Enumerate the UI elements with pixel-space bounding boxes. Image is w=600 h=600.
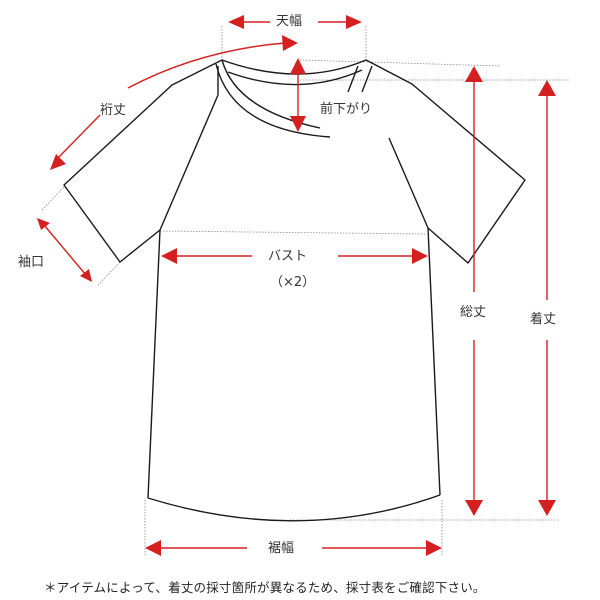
hem-width-arrow bbox=[145, 540, 442, 556]
sleeve-opening-arrow bbox=[37, 218, 92, 282]
neck-drop-arrow bbox=[290, 58, 306, 132]
label-bust-multiplier: （×2） bbox=[270, 275, 316, 290]
guide-lines bbox=[41, 26, 570, 555]
total-length-arrow bbox=[465, 66, 483, 516]
label-neck-drop: 前下がり bbox=[320, 102, 373, 117]
footnote: ＊アイテムによって、着丈の採寸箇所が異なるため、採寸表をご確認下さい。 bbox=[44, 580, 486, 595]
measurement-arrows bbox=[37, 15, 556, 556]
tshirt-outline bbox=[63, 59, 526, 522]
label-total-length: 総丈 bbox=[460, 305, 487, 320]
bust-arrow bbox=[161, 248, 428, 264]
label-bust: バスト bbox=[268, 249, 308, 264]
label-hem-width: 裾幅 bbox=[268, 541, 295, 556]
label-body-length: 着丈 bbox=[530, 312, 557, 327]
sleeve-length-arrow bbox=[50, 35, 298, 170]
body-length-arrow bbox=[538, 80, 556, 516]
label-sleeve-length: 裄丈 bbox=[100, 103, 127, 118]
label-neck-width: 天幅 bbox=[276, 14, 303, 29]
label-sleeve-opening: 袖口 bbox=[18, 255, 45, 270]
neck-width-arrow bbox=[228, 15, 362, 29]
